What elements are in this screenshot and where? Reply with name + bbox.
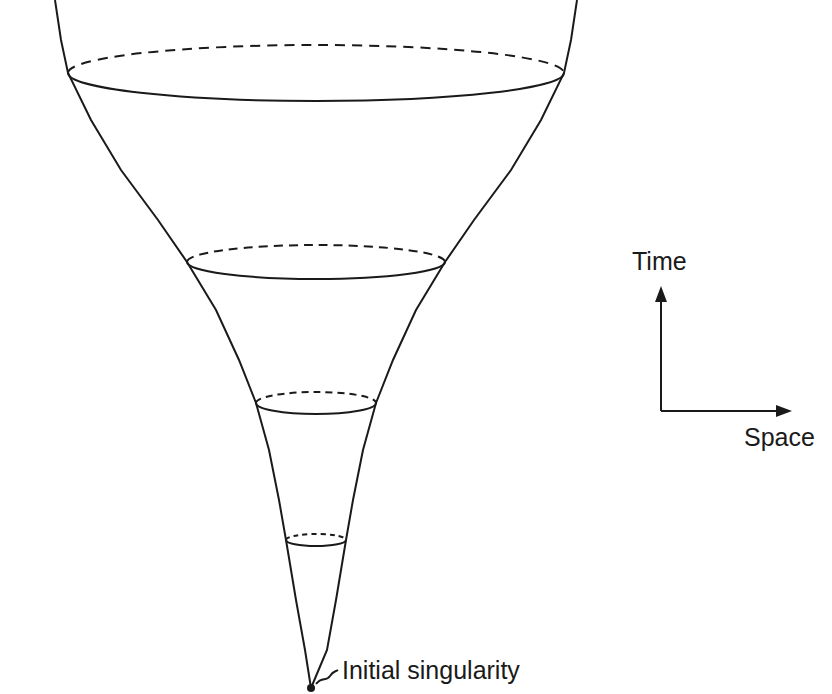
time-axis — [660, 296, 662, 411]
slice-front — [256, 403, 376, 414]
singularity-label: Initial singularity — [342, 657, 520, 685]
slice-back — [256, 392, 376, 403]
slice-front — [286, 540, 346, 546]
space-axis — [661, 410, 782, 412]
slice-front — [68, 73, 564, 101]
slice-back — [187, 245, 445, 262]
arrowhead — [655, 286, 667, 302]
slice-back — [286, 534, 346, 540]
arrowhead — [776, 405, 792, 417]
leader-line — [316, 670, 338, 684]
left-boundary — [55, 0, 311, 688]
axis-label: Space — [744, 424, 815, 452]
axis-label: Time — [632, 248, 687, 276]
slice-back — [68, 45, 564, 73]
right-boundary — [311, 0, 577, 688]
slice-front — [187, 262, 445, 279]
singularity-dot — [307, 684, 315, 692]
